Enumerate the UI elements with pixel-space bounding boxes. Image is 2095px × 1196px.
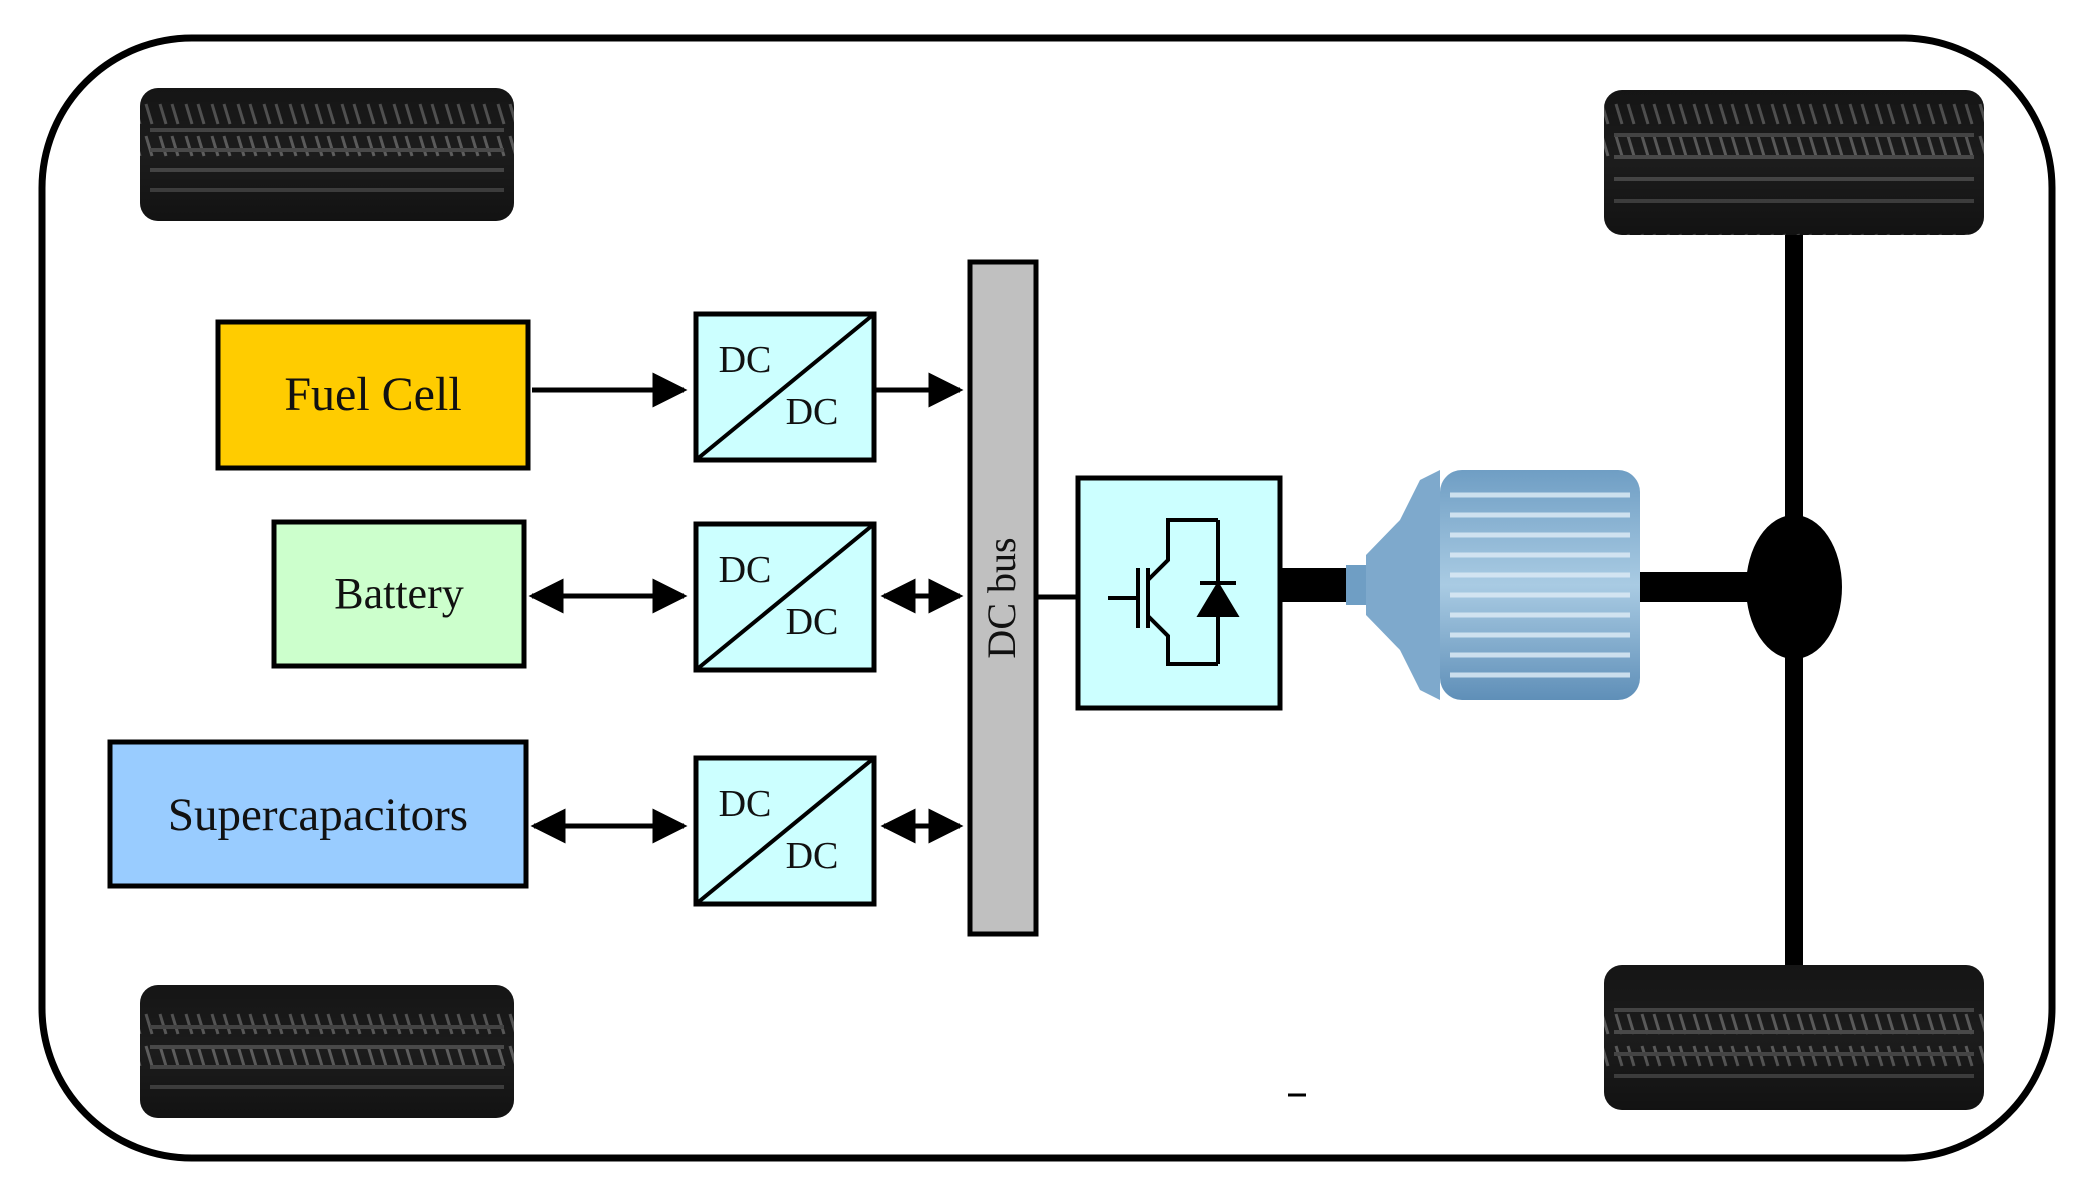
dc-bus: DC bus: [967, 259, 1039, 937]
converter-top-label: DC: [719, 339, 772, 381]
supercapacitors-label: Supercapacitors: [168, 789, 468, 841]
converter-bottom-label: DC: [786, 391, 839, 433]
supercapacitor-block: Supercapacitors: [107, 739, 529, 889]
dc-dc-converter-fuel-cell: DC DC: [693, 311, 877, 463]
tire-front-right: [1604, 90, 1984, 235]
battery-label: Battery: [334, 569, 464, 618]
battery-block: Battery: [271, 519, 527, 669]
igbt-inverter-symbol: [1108, 518, 1240, 666]
tire-rear-right: [1604, 965, 1984, 1110]
fuel-cell-label: Fuel Cell: [284, 368, 461, 421]
inverter-block: [1075, 475, 1283, 711]
fuel-cell-block: Fuel Cell: [215, 319, 531, 471]
differential: [1746, 515, 1842, 659]
dc-dc-converter-supercapacitors: DC DC: [693, 755, 877, 907]
converter-top-label: DC: [719, 783, 772, 825]
fuel-cell-box: [215, 319, 531, 471]
inverter-box: [1075, 475, 1283, 711]
dc-dc-converter-battery: DC DC: [693, 521, 877, 673]
tire-front-left: [140, 88, 514, 221]
electric-motor: [1278, 470, 1640, 700]
supercapacitors-box: [107, 739, 529, 889]
dc-bus-label: DC bus: [979, 537, 1024, 658]
dc-bus-bar: [967, 259, 1039, 937]
converter-bottom-label: DC: [786, 835, 839, 877]
converter-bottom-label: DC: [786, 601, 839, 643]
vehicle-chassis-outline: [38, 34, 2056, 1162]
tire-rear-left: [140, 985, 514, 1118]
converter-top-label: DC: [719, 549, 772, 591]
drive-shaft-motor-to-diff: [1640, 572, 1750, 602]
battery-box: [271, 519, 527, 669]
